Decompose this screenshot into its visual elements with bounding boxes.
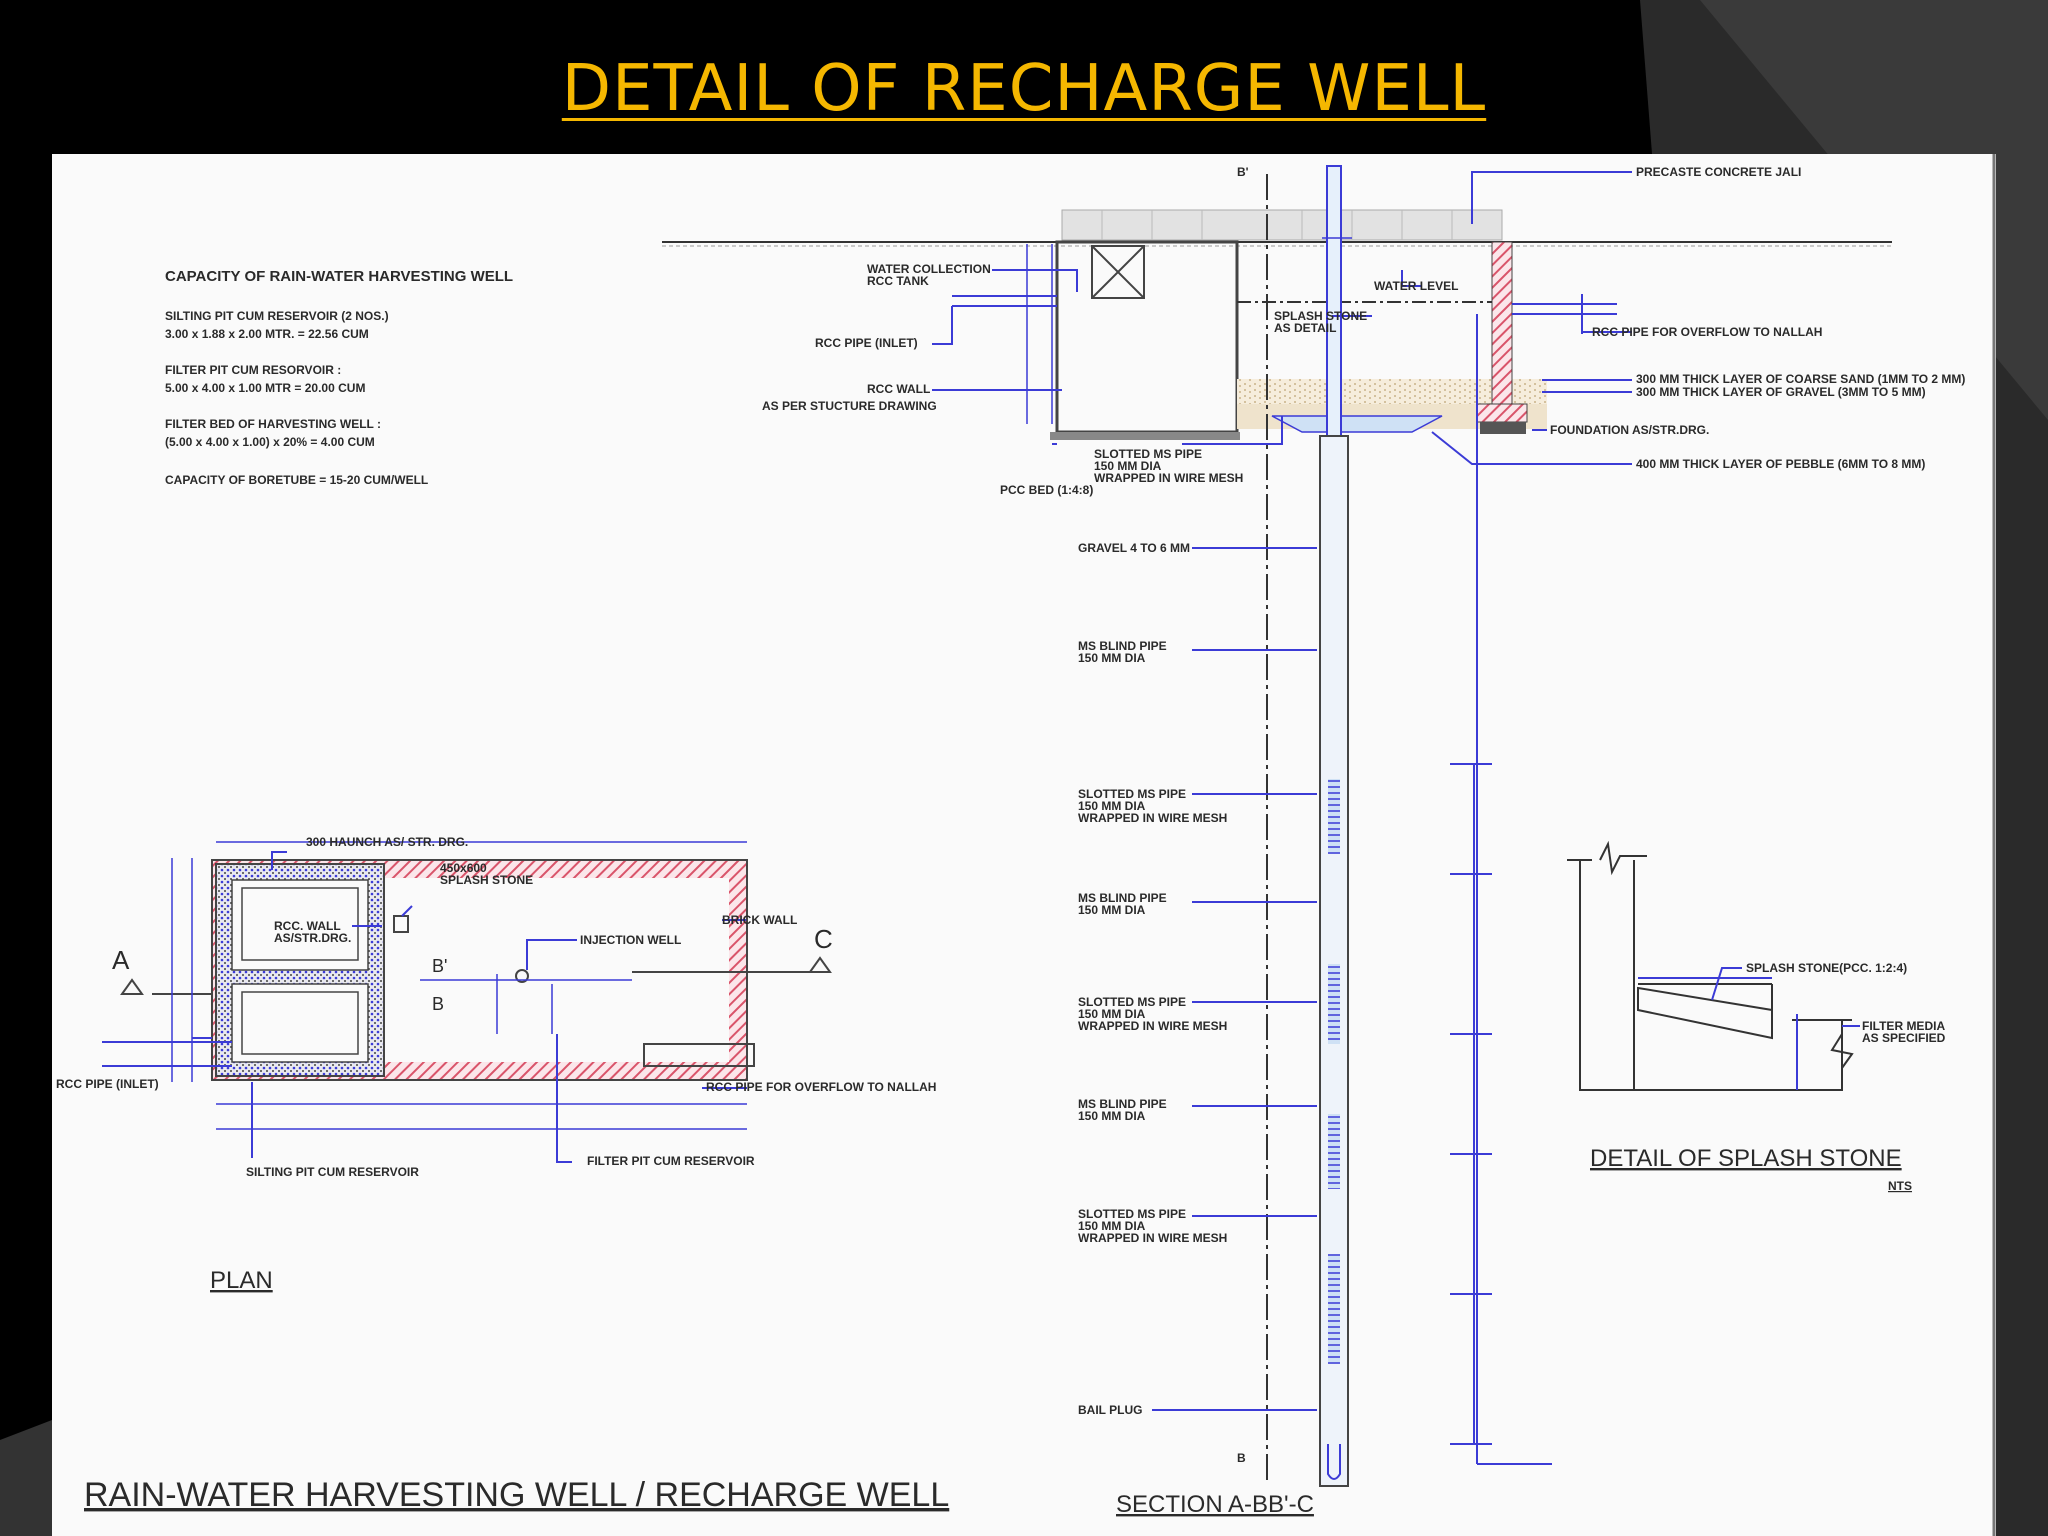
label-structure-drawing: AS PER STUCTURE DRAWING	[762, 399, 937, 413]
rcc-tank	[1055, 240, 1239, 434]
precast-jali	[1061, 209, 1503, 241]
label-water-collection: WATER COLLECTION	[867, 262, 991, 276]
label-splash-stone-size: 450x600	[440, 861, 487, 875]
label-ms-blind-pipe: MS BLIND PIPE	[1078, 639, 1167, 653]
splash-stone-detail: SPLASH STONE(PCC. 1:2:4) FILTER MEDIA AS…	[1567, 840, 1946, 1193]
label-pcc-bed: PCC BED (1:4:8)	[1000, 483, 1093, 497]
plan-marker-b: B	[432, 994, 444, 1014]
label-as-specified: AS SPECIFIED	[1862, 1031, 1946, 1045]
label-rcc-wall: RCC WALL	[867, 382, 930, 396]
capacity-line: FILTER BED OF HARVESTING WELL :	[165, 417, 381, 431]
injection-well	[515, 969, 529, 983]
plan-title: PLAN	[210, 1267, 273, 1294]
capacity-line: FILTER PIT CUM RESORVOIR :	[165, 363, 341, 377]
capacity-line: (5.00 x 4.00 x 1.00) x 20% = 4.00 CUM	[165, 435, 375, 449]
plan-marker-b-prime: B'	[432, 956, 447, 976]
capacity-line: 5.00 x 4.00 x 1.00 MTR = 20.00 CUM	[165, 381, 365, 395]
plan-drawing: A C B' B 300 HAUNCH AS/ STR. D	[56, 835, 936, 1294]
label-coarse-sand: 300 MM THICK LAYER OF COARSE SAND (1MM T…	[1636, 372, 1965, 386]
label-rcc-pipe-inlet: RCC PIPE (INLET)	[56, 1077, 159, 1091]
slide-title: DETAIL OF RECHARGE WELL	[561, 52, 1487, 126]
label-rcc-pipe-inlet: RCC PIPE (INLET)	[815, 336, 918, 350]
label-as-detail: AS DETAIL	[1274, 321, 1336, 335]
label-pebble-layer: 400 MM THICK LAYER OF PEBBLE (6MM TO 8 M…	[1636, 457, 1925, 471]
label-haunch: 300 HAUNCH AS/ STR. DRG.	[306, 835, 468, 849]
section-marker-b-prime: B'	[1237, 165, 1249, 179]
label-slotted-pipe: SLOTTED MS PIPE	[1078, 787, 1186, 801]
label-overflow-pipe: RCC PIPE FOR OVERFLOW TO NALLAH	[1592, 325, 1822, 339]
label-bail-plug: BAIL PLUG	[1078, 1403, 1142, 1417]
splash-stone-section	[1271, 415, 1443, 433]
label-overflow-pipe: RCC PIPE FOR OVERFLOW TO NALLAH	[706, 1080, 936, 1094]
label-precast-jali: PRECASTE CONCRETE JALI	[1636, 165, 1801, 179]
plan-marker-c: C	[814, 924, 833, 954]
label-injection-well: INJECTION WELL	[580, 933, 681, 947]
label-slotted-pipe: SLOTTED MS PIPE	[1094, 447, 1202, 461]
label-pipe-dia: 150 MM DIA	[1078, 903, 1146, 917]
label-splash-stone: SPLASH STONE	[440, 873, 533, 887]
plan-marker-a: A	[112, 945, 130, 975]
pipe-top	[1326, 165, 1342, 437]
label-pipe-dia: 150 MM DIA	[1078, 1219, 1146, 1233]
engineering-drawing: CAPACITY OF RAIN-WATER HARVESTING WELL S…	[52, 154, 1996, 1536]
splash-detail-title: DETAIL OF SPLASH STONE	[1590, 1145, 1902, 1172]
label-rcc-wall: RCC. WALL	[274, 919, 341, 933]
section-drawing: B' B	[662, 165, 1965, 1518]
label-pipe-dia: 150 MM DIA	[1094, 459, 1162, 473]
drawing-footer-title: RAIN-WATER HARVESTING WELL / RECHARGE WE…	[84, 1476, 949, 1514]
label-wire-mesh: WRAPPED IN WIRE MESH	[1078, 811, 1227, 825]
label-slotted-pipe: SLOTTED MS PIPE	[1078, 995, 1186, 1009]
label-pipe-dia: 150 MM DIA	[1078, 1007, 1146, 1021]
label-pipe-dia: 150 MM DIA	[1078, 651, 1146, 665]
brick-wall-section	[1491, 241, 1513, 413]
capacity-heading: CAPACITY OF RAIN-WATER HARVESTING WELL	[165, 268, 513, 285]
capacity-line: CAPACITY OF BORETUBE = 15-20 CUM/WELL	[165, 473, 428, 487]
label-pipe-dia: 150 MM DIA	[1078, 799, 1146, 813]
label-wire-mesh: WRAPPED IN WIRE MESH	[1094, 471, 1243, 485]
label-filter-pit: FILTER PIT CUM RESERVOIR	[587, 1154, 755, 1168]
label-splash-stone-pcc: SPLASH STONE(PCC. 1:2:4)	[1746, 961, 1907, 975]
label-as-str-drg: AS/STR.DRG.	[274, 931, 351, 945]
capacity-notes: CAPACITY OF RAIN-WATER HARVESTING WELL S…	[165, 268, 513, 487]
label-pipe-dia: 150 MM DIA	[1078, 1109, 1146, 1123]
splash-detail-nts: NTS	[1888, 1179, 1912, 1193]
section-marker-b: B	[1237, 1451, 1246, 1465]
label-splash-stone: SPLASH STONE	[1274, 309, 1367, 323]
label-wire-mesh: WRAPPED IN WIRE MESH	[1078, 1019, 1227, 1033]
label-brick-wall: BRICK WALL	[722, 913, 797, 927]
label-filter-media: FILTER MEDIA	[1862, 1019, 1945, 1033]
label-gravel-layer: 300 MM THICK LAYER OF GRAVEL (3MM TO 5 M…	[1636, 385, 1926, 399]
label-foundation: FOUNDATION AS/STR.DRG.	[1550, 423, 1709, 437]
label-silting-pit: SILTING PIT CUM RESERVOIR	[246, 1165, 419, 1179]
label-ms-blind-pipe: MS BLIND PIPE	[1078, 1097, 1167, 1111]
label-ms-blind-pipe: MS BLIND PIPE	[1078, 891, 1167, 905]
section-title: SECTION A-BB'-C	[1116, 1491, 1314, 1518]
capacity-line: SILTING PIT CUM RESERVOIR (2 NOS.)	[165, 309, 389, 323]
label-gravel: GRAVEL 4 TO 6 MM	[1078, 541, 1190, 555]
label-rcc-tank: RCC TANK	[867, 274, 929, 288]
label-slotted-pipe: SLOTTED MS PIPE	[1078, 1207, 1186, 1221]
capacity-line: 3.00 x 1.88 x 2.00 MTR. = 22.56 CUM	[165, 327, 369, 341]
label-water-level: WATER LEVEL	[1374, 279, 1458, 293]
label-wire-mesh: WRAPPED IN WIRE MESH	[1078, 1231, 1227, 1245]
